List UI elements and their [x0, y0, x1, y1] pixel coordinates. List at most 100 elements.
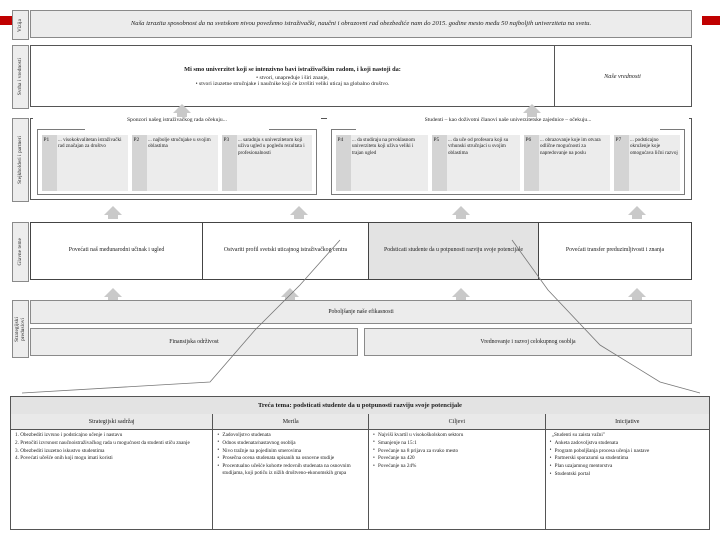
- targets-list: Najviši kvartil u visokoškolskom sektoru…: [373, 431, 541, 470]
- stakeholders-band: Sponzori našeg istraživačkog rada očekuj…: [30, 117, 692, 200]
- measures-list: Zadovoljstvo studenata Odnos studenata/n…: [217, 431, 364, 477]
- purpose-bullet-1: • stvori, unapređuje i širi znanje,: [256, 74, 329, 81]
- purpose-lead: Mi smo univerzitet koji se intenzivno ba…: [184, 65, 401, 73]
- detail-table: Treća tema: podsticati studente da u pot…: [10, 396, 710, 530]
- detail-table-body: 1. Obezbediti izvrsno i podsticajno učen…: [11, 429, 709, 529]
- list-item: Povećanje na 420: [373, 455, 541, 462]
- accent-bar-right: [702, 16, 720, 25]
- stakeholder-card[interactable]: P7 ... podsticajno okruženje koje omoguć…: [614, 135, 680, 191]
- band-label-stejkholderi-text: Stejkholderi i partneri: [16, 136, 23, 184]
- list-item: Anketa zadovoljstva studenata: [550, 439, 705, 447]
- band-label-glavne-teme-text: Glavne teme: [16, 238, 23, 266]
- list-item: Smanjenje na 15:1: [373, 439, 541, 447]
- stakeholder-card[interactable]: P3 ... saradnju s univerzitetom koji uži…: [222, 135, 312, 191]
- group-sponsors-title: Sponzori našeg istraživačkog rada očekuj…: [33, 117, 321, 123]
- band-label-glavne-teme: Glavne teme: [12, 222, 29, 282]
- group-students-rail-gap: [355, 128, 661, 131]
- flow-arrow-up: [281, 288, 299, 301]
- accent-bar-left: [0, 16, 18, 25]
- enabler-left-text: Finansijska održivost: [169, 339, 219, 345]
- stakeholder-code: P2: [132, 135, 147, 191]
- list-item: 2. Pretočiti izvrsnost naučnoistraživačk…: [15, 439, 190, 446]
- group-sponsors-rail-gap: [84, 128, 270, 131]
- stakeholder-text: ... visokokvalitetan istraživački rad zn…: [58, 137, 122, 150]
- stakeholder-text: ... da studiraju na prvoklasnom univerzi…: [352, 137, 415, 156]
- list-item: 3. Obezbediti izuzetno iskustvo studenti…: [15, 447, 105, 454]
- list-item: Nivo tražnje na pojedinim smerovima: [217, 447, 364, 455]
- column-header-strategijski-sadrzaj: Strategijski sadržaj: [11, 414, 214, 429]
- theme-card-3-selected[interactable]: Podsticati studente da u potpunosti razv…: [369, 223, 539, 279]
- band-label-strategijski-preduslovi-text: Strategijski preduslovi: [13, 316, 26, 342]
- stakeholder-card[interactable]: P2 ... najbolje stručnjake u svojim obla…: [132, 135, 218, 191]
- column-header-inicijative: Inicijative: [615, 418, 640, 425]
- cell-inicijative: „Studenti su zaista važni" Anketa zadovo…: [546, 429, 709, 529]
- list-item: Odnos studenata/nastavnog osoblja: [217, 439, 364, 447]
- column-header-ciljevi: Ciljevi: [369, 414, 546, 429]
- band-label-stejkholderi: Stejkholderi i partneri: [12, 118, 29, 202]
- purpose-bullet-2: • stvori izuzetne stručnjake i naučnike …: [195, 80, 390, 87]
- enabler-right-text: Vrednovanje i razvoj celokupnog osoblja: [480, 339, 576, 345]
- flow-arrow-up: [104, 288, 122, 301]
- flow-arrow-up: [523, 104, 541, 117]
- list-item: Zadovoljstvo studenata: [217, 431, 364, 439]
- flow-arrow-up: [628, 206, 646, 219]
- stakeholder-card[interactable]: P6 ... obrazovanje koje im otvara odličn…: [524, 135, 610, 191]
- stakeholder-code: P6: [524, 135, 539, 191]
- column-header-merila: Merila: [213, 414, 370, 429]
- list-item: Povećanje na 8 prijava za svako mesto: [373, 447, 541, 455]
- band-label-svrha: Svrha i vrednosti: [12, 45, 29, 109]
- list-item: Najviši kvartil u visokoškolskom sektoru: [373, 431, 541, 439]
- list-item: Plan uzajamnog mentorstva: [550, 463, 705, 470]
- stakeholder-code: P1: [42, 135, 57, 191]
- group-students-title: Studenti – kao doživotni članovi naše un…: [327, 117, 689, 123]
- stakeholder-text: ... obrazovanje koje im otvara odlične m…: [540, 137, 601, 156]
- list-item: Procentualno učešće kohorte redovnih stu…: [217, 463, 364, 477]
- cell-strategijski-sadrzaj: 1. Obezbediti izvrsno i podsticajno učen…: [11, 429, 214, 529]
- stakeholder-text: ... podsticajno okruženje koje omogućava…: [630, 137, 678, 156]
- enabler-top-text: Poboljšanje naše efikasnosti: [328, 309, 394, 315]
- band-label-svrha-text: Svrha i vrednosti: [16, 58, 23, 96]
- themes-band: Povećati naš međunarodni učinak i ugled …: [30, 222, 692, 280]
- stakeholder-card[interactable]: P4 ... da studiraju na prvoklasnom unive…: [336, 135, 428, 191]
- band-label-strategijski-preduslovi: Strategijski preduslovi: [12, 300, 29, 358]
- enabler-top[interactable]: Poboljšanje naše efikasnosti: [30, 300, 692, 324]
- stakeholder-code: P4: [336, 135, 351, 191]
- stakeholder-text: ... saradnju s univerzitetom koji uživa …: [238, 137, 305, 156]
- initiatives-list: Anketa zadovoljstva studenata Program po…: [550, 439, 705, 478]
- stakeholder-text: ... da uče od profesora koji su vrhunski…: [448, 137, 509, 156]
- group-sponsors: Sponzori našeg istraživačkog rada očekuj…: [33, 117, 321, 199]
- flow-arrow-up: [290, 206, 308, 219]
- group-students: Studenti – kao doživotni članovi naše un…: [327, 117, 689, 199]
- values-cell: Naše vrednosti: [604, 72, 641, 80]
- enabler-left[interactable]: Finansijska održivost: [30, 328, 358, 356]
- stakeholder-card[interactable]: P5 ... da uče od profesora koji su vrhun…: [432, 135, 520, 191]
- stakeholder-code: P5: [432, 135, 447, 191]
- band-label-vizija: Vizija: [12, 10, 29, 40]
- enabler-right[interactable]: Vrednovanje i razvoj celokupnog osoblja: [364, 328, 692, 356]
- purpose-band: Mi smo univerzitet koji se intenzivno ba…: [30, 45, 692, 107]
- purpose-statement: Mi smo univerzitet koji se intenzivno ba…: [31, 46, 555, 106]
- list-item: Program poboljšanja procesa učenja i nas…: [550, 447, 705, 455]
- theme-card-2[interactable]: Ostvariti profil svetski uticajnog istra…: [203, 223, 369, 279]
- cell-ciljevi: Najviši kvartil u visokoškolskom sektoru…: [369, 429, 546, 529]
- band-label-vizija-text: Vizija: [16, 18, 23, 32]
- vision-text: Naša izrazita sposobnost da na svetskom …: [130, 20, 592, 28]
- theme-card-1[interactable]: Povećati naš međunarodni učinak i ugled: [31, 223, 203, 279]
- detail-table-title: Treća tema: podsticati studente da u pot…: [11, 397, 709, 415]
- stakeholder-code: P3: [222, 135, 237, 191]
- stakeholder-text: ... najbolje stručnjake u svojim oblasti…: [148, 137, 211, 150]
- list-item: 4. Povećati učešće onih koji mogu imati …: [15, 455, 113, 462]
- detail-table-header-row: Strategijski sadržaj Merila Ciljevi Inic…: [11, 414, 709, 430]
- stakeholder-code: P7: [614, 135, 629, 191]
- vision-band: Naša izrazita sposobnost da na svetskom …: [30, 10, 692, 38]
- flow-arrow-up: [452, 288, 470, 301]
- list-item: Povećanje na 24%: [373, 463, 541, 470]
- stakeholder-card[interactable]: P1 ... visokokvalitetan istraživački rad…: [42, 135, 128, 191]
- flow-arrow-up: [173, 104, 191, 117]
- cell-merila: Zadovoljstvo studenata Odnos studenata/n…: [213, 429, 370, 529]
- list-item: 1. Obezbediti izvrsno i podsticajno učen…: [15, 432, 123, 438]
- list-item: Partnerski sporazumi sa studentima: [550, 455, 705, 462]
- theme-card-4[interactable]: Povećati transfer preduzimljivosti i zna…: [565, 247, 665, 254]
- list-item: Prosečna ocena studenata upisanih na osn…: [217, 455, 364, 462]
